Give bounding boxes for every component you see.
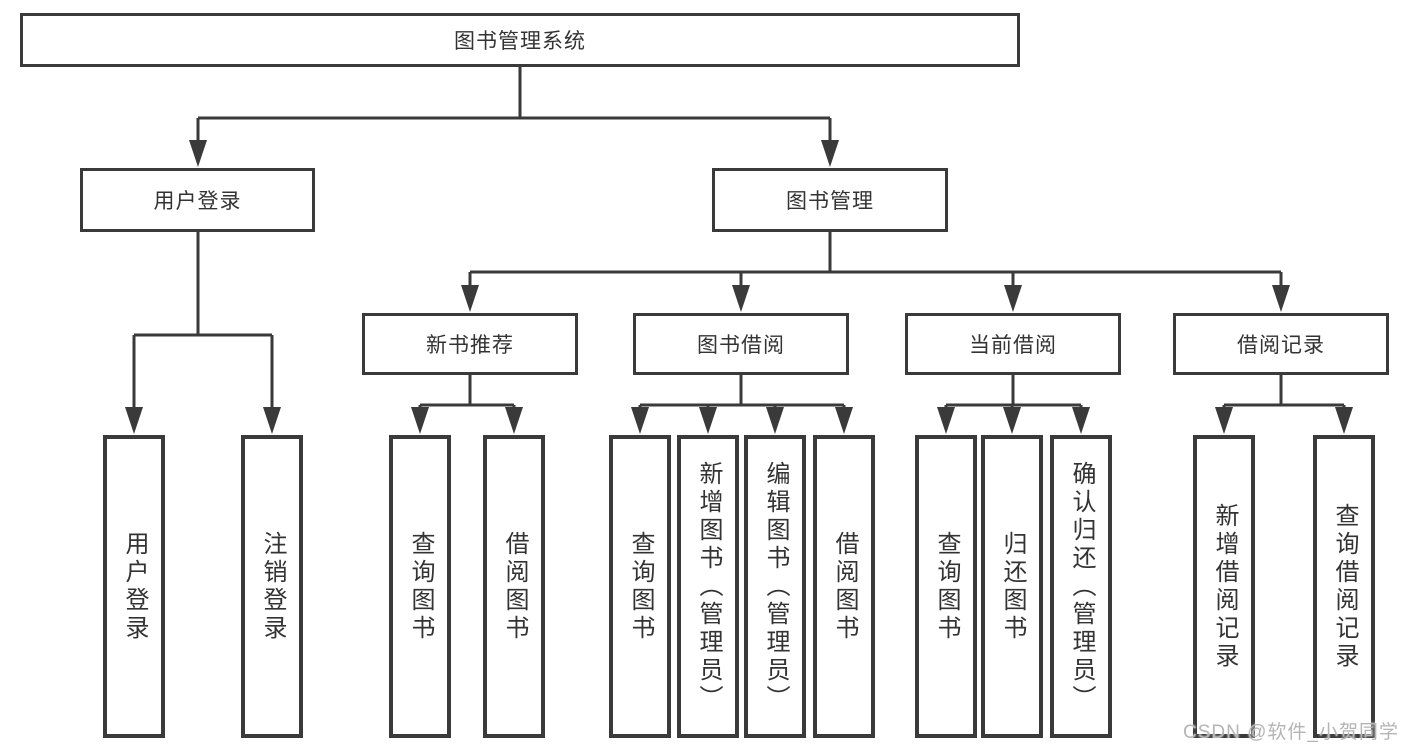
edges-bookmgmt-to-level3 [468, 232, 1283, 287]
node-label: 编辑图书（管理员） [762, 460, 789, 713]
edges-root-to-level2 [196, 67, 832, 142]
leaf-query-books-current: 查询图书 [915, 435, 977, 738]
node-current-borrowing: 当前借阅 [905, 313, 1121, 375]
node-label: 新书推荐 [426, 334, 514, 357]
leaf-logout: 注销登录 [241, 435, 303, 738]
node-label: 归还图书 [999, 530, 1026, 643]
node-label: 查询图书 [627, 530, 654, 643]
leaf-borrow-books-recommend: 借阅图书 [483, 435, 545, 738]
leaf-query-books-borrowing: 查询图书 [609, 435, 671, 738]
node-book-borrowing: 图书借阅 [633, 313, 849, 375]
leaf-borrow-books: 借阅图书 [813, 435, 875, 738]
node-book-management-system: 图书管理系统 [20, 13, 1020, 67]
node-new-book-recommend: 新书推荐 [362, 313, 578, 375]
leaf-add-books-admin: 新增图书（管理员） [677, 435, 739, 738]
leaf-return-books: 归还图书 [981, 435, 1043, 738]
node-label: 图书借阅 [697, 334, 785, 357]
leaf-query-books-recommend: 查询图书 [389, 435, 451, 738]
leaf-user-login: 用户登录 [103, 435, 165, 738]
node-label: 查询图书 [407, 530, 434, 643]
leaf-confirm-return-admin: 确认归还（管理员） [1050, 435, 1112, 738]
node-label: 确认归还（管理员） [1068, 460, 1095, 713]
leaf-edit-books-admin: 编辑图书（管理员） [744, 435, 806, 738]
node-label: 图书管理 [786, 190, 874, 213]
node-label: 借阅记录 [1237, 334, 1325, 357]
node-label: 注销登录 [259, 530, 286, 643]
node-user-login: 用户登录 [80, 168, 315, 232]
node-borrow-records: 借阅记录 [1173, 313, 1389, 375]
edges-bookborrow-to-leaves [638, 375, 846, 409]
node-label: 图书管理系统 [454, 30, 586, 53]
csdn-watermark: CSDN @软件_小贺同学 [1183, 722, 1399, 743]
leaf-query-borrow-record: 查询借阅记录 [1313, 435, 1375, 738]
node-label: 借阅图书 [501, 530, 528, 643]
node-label: 新增图书（管理员） [695, 460, 722, 713]
node-label: 新增借阅记录 [1211, 502, 1238, 671]
leaf-add-borrow-record: 新增借阅记录 [1193, 435, 1255, 738]
edges-currentborrow-to-leaves [944, 375, 1083, 409]
edges-userlogin-to-leaves [132, 232, 274, 409]
edges-newbooks-to-leaves [418, 375, 516, 409]
edges-borrowrecords-to-leaves [1222, 375, 1346, 409]
node-book-management: 图书管理 [712, 168, 948, 232]
node-label: 借阅图书 [831, 530, 858, 643]
node-label: 查询图书 [933, 530, 960, 643]
node-label: 用户登录 [121, 530, 148, 643]
node-label: 当前借阅 [969, 334, 1057, 357]
node-label: 查询借阅记录 [1331, 502, 1358, 671]
node-label: 用户登录 [153, 190, 242, 213]
